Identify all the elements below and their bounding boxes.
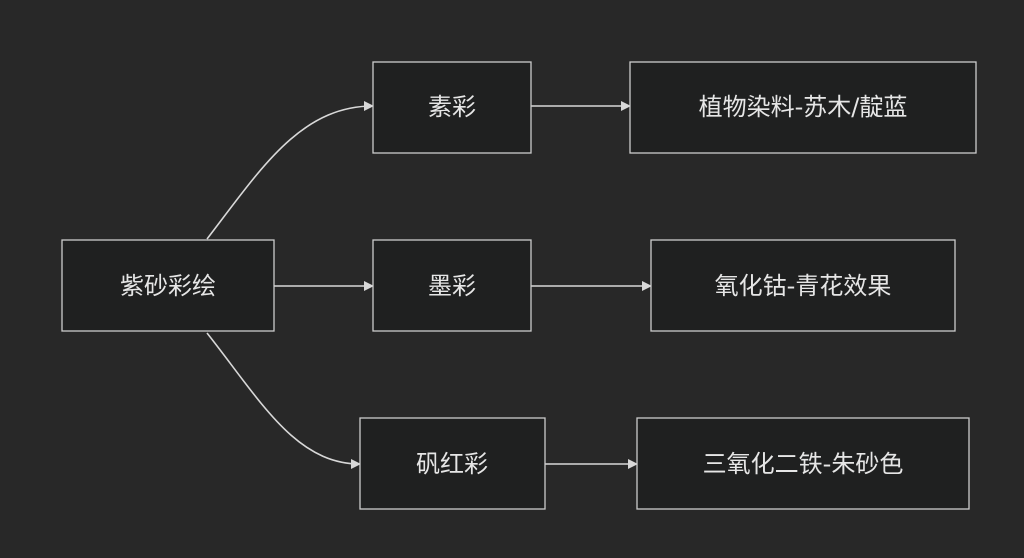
node-su-cai: 素彩: [372, 61, 532, 154]
node-fan-hong-cai-label: 矾红彩: [416, 450, 488, 478]
node-root: 紫砂彩绘: [61, 239, 275, 332]
node-fan-hong-cai: 矾红彩: [359, 417, 546, 510]
node-su-cai-label: 素彩: [428, 93, 476, 121]
node-root-label: 紫砂彩绘: [120, 272, 216, 300]
edge-root-to-fan-hong-cai: [206, 332, 361, 469]
node-cobalt-oxide-label: 氧化钴-青花效果: [715, 272, 892, 300]
edge-root-to-su-cai: [206, 101, 374, 240]
node-iron-oxide-label: 三氧化二铁-朱砂色: [703, 450, 904, 478]
node-plant-dye-label: 植物染料-苏木/靛蓝: [699, 93, 908, 121]
node-plant-dye: 植物染料-苏木/靛蓝: [629, 61, 977, 154]
node-cobalt-oxide: 氧化钴-青花效果: [650, 239, 956, 332]
node-mo-cai-label: 墨彩: [428, 272, 476, 300]
node-mo-cai: 墨彩: [372, 239, 532, 332]
node-iron-oxide: 三氧化二铁-朱砂色: [636, 417, 970, 510]
